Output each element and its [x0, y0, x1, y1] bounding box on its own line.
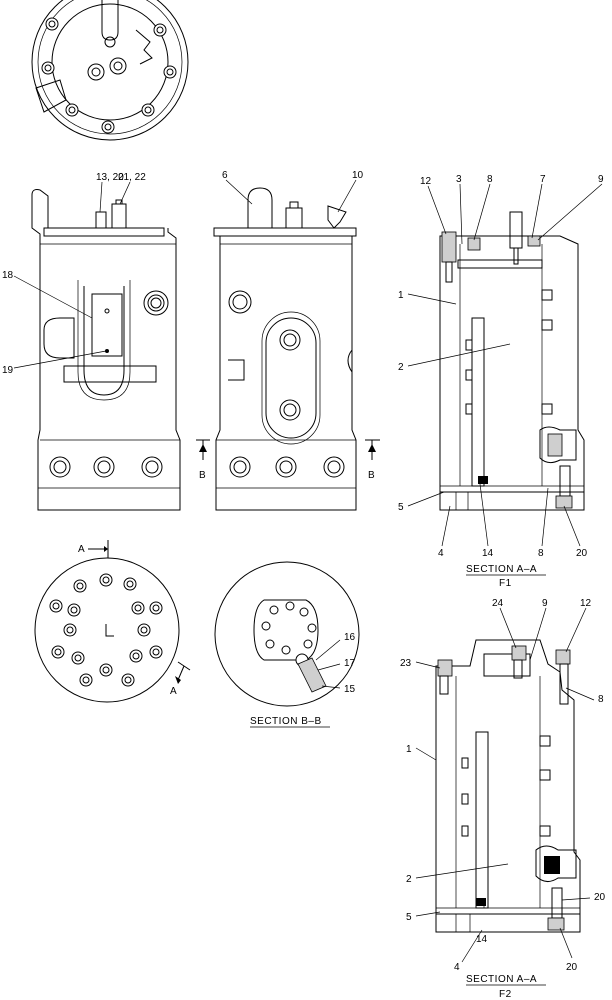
- callout-1: 1: [398, 290, 404, 301]
- callout-5-f2: 5: [406, 912, 412, 923]
- callout-8b: 8: [538, 548, 544, 559]
- caption-f2: F2: [499, 989, 512, 1000]
- callout-7: 7: [540, 174, 546, 185]
- callout-2-f2: 2: [406, 874, 412, 885]
- callout-17: 17: [344, 658, 356, 669]
- callout-8-f2: 8: [598, 694, 604, 705]
- caption-section-aa-f2: SECTION A–A: [466, 974, 537, 985]
- callout-14-f2: 14: [476, 934, 488, 945]
- callout-23: 23: [400, 658, 412, 669]
- callout-6: 6: [222, 170, 228, 181]
- callout-4-f2: 4: [454, 962, 460, 973]
- cut-mark-a-bottom: A: [170, 686, 177, 697]
- callout-2: 2: [398, 362, 404, 373]
- section-bb: 16 17 15 SECTION B–B: [214, 561, 360, 728]
- callout-4: 4: [438, 548, 444, 559]
- caption-section-bb: SECTION B–B: [250, 716, 322, 727]
- cut-mark-b-right: B: [368, 470, 375, 481]
- callout-14: 14: [482, 548, 494, 559]
- section-aa-f2: 24 9 12 23 8 1 2 20 5 4 14 20 SECTION A–…: [400, 598, 606, 1000]
- callout-16: 16: [344, 632, 356, 643]
- callout-12-f2: 12: [580, 598, 592, 609]
- top-end-view: [31, 0, 189, 141]
- callout-3: 3: [456, 174, 462, 185]
- section-aa-f1: 12 3 8 7 9 1 2 5 4 14 8 20 SECTION A–A F…: [398, 174, 604, 589]
- callout-13-20: 13, 20: [96, 172, 124, 183]
- callout-18: 18: [2, 270, 14, 281]
- callout-20-f2-lower: 20: [566, 962, 578, 973]
- callout-24: 24: [492, 598, 504, 609]
- side-view-2: 6 10 B: [213, 170, 380, 511]
- callout-9: 9: [598, 174, 604, 185]
- callout-5: 5: [398, 502, 404, 513]
- callout-20-f2-upper: 20: [594, 892, 606, 903]
- cut-mark-b-left: B: [199, 470, 206, 481]
- callout-1-f2: 1: [406, 744, 412, 755]
- callout-20: 20: [576, 548, 588, 559]
- callout-15: 15: [344, 684, 356, 695]
- callout-21-22: 21, 22: [118, 172, 146, 183]
- callout-19: 19: [2, 365, 14, 376]
- side-view-1: 13, 20 21, 22 18 19 B: [2, 172, 210, 511]
- caption-f1: F1: [499, 578, 512, 589]
- callout-10: 10: [352, 170, 364, 181]
- callout-9-f2: 9: [542, 598, 548, 609]
- callout-8: 8: [487, 174, 493, 185]
- end-view-a: A A: [34, 540, 191, 703]
- cut-mark-a-top: A: [78, 544, 85, 555]
- callout-12: 12: [420, 176, 432, 187]
- caption-section-aa-f1: SECTION A–A: [466, 564, 537, 575]
